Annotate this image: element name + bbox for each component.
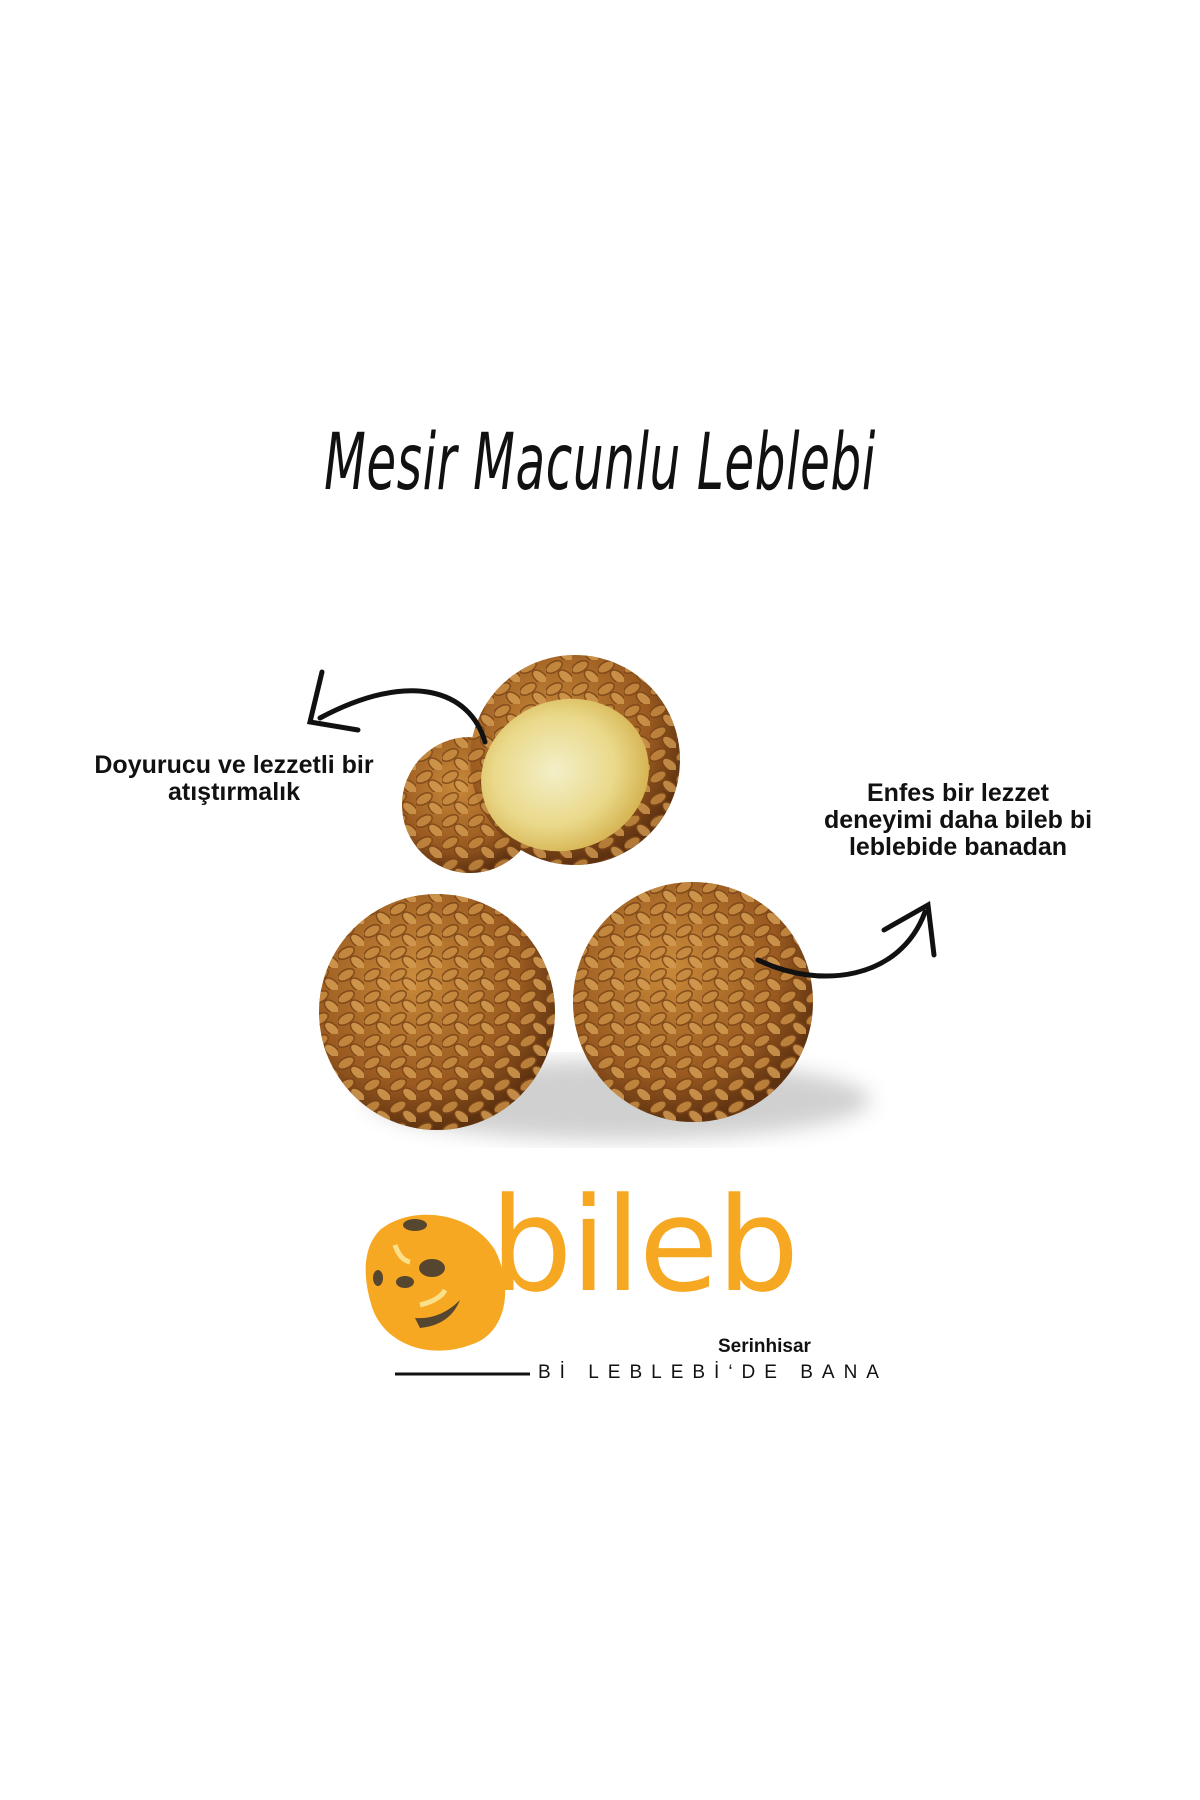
logo-tagline: Bİ LEBLEBİ‘DE BANA <box>538 1362 888 1383</box>
right-callout-text: Enfes bir lezzet deneyimi daha bileb bi … <box>823 779 1093 861</box>
left-arrow-icon <box>306 669 488 745</box>
logo-icon <box>365 1214 506 1351</box>
logo-brand-text: bileb <box>490 1169 799 1321</box>
left-ball <box>319 894 555 1130</box>
right-arrow-icon <box>755 900 937 979</box>
cut-ball <box>470 655 680 865</box>
right-ball <box>573 882 813 1122</box>
left-callout-text: Doyurucu ve lezzetli bir atıştırmalık <box>94 751 374 806</box>
logo-subtitle: Serinhisar <box>718 1336 811 1357</box>
product-title: Mesir Macunlu Leblebi <box>324 418 876 508</box>
